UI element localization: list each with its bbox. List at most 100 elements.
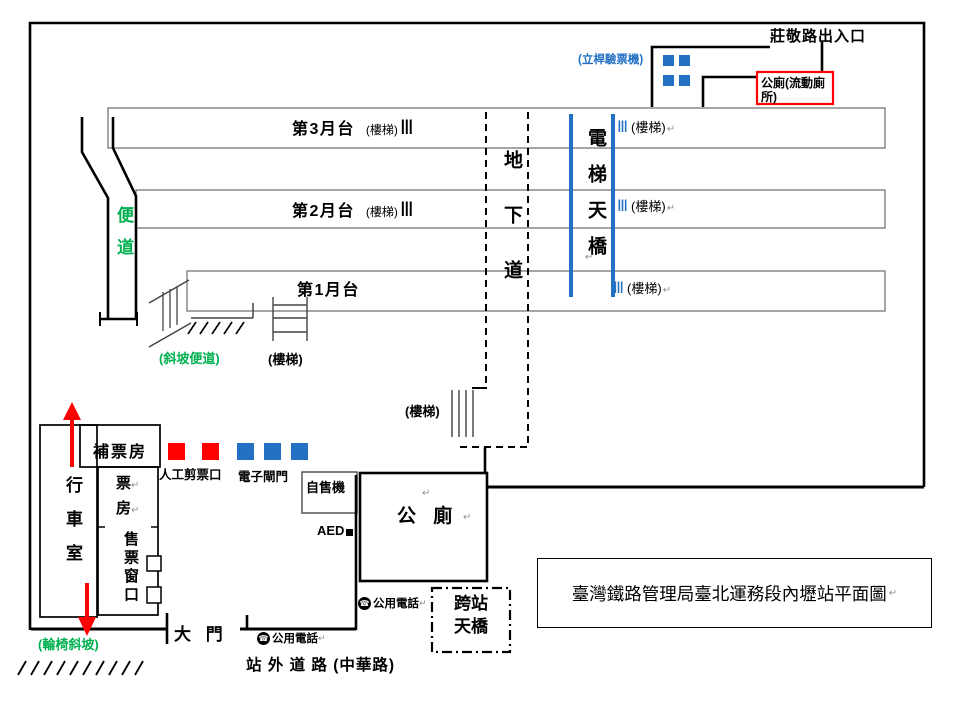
stairs-note: (樓梯) [631, 120, 666, 135]
electronic-gate-marker [264, 443, 281, 460]
pole-gate-marker [663, 55, 674, 66]
platform1-band [186, 270, 886, 312]
portable-toilet-label: 公廁(流動廁所) [761, 76, 825, 105]
platform2-roman: Ⅲ [399, 199, 414, 221]
map-title-box: 臺灣鐵路管理局臺北運務段內壢站平面圖 ↵ [537, 558, 932, 628]
pole-gate-marker [663, 75, 674, 86]
boundary-hatch [95, 660, 105, 676]
platform3-stair-note: (樓梯) [365, 123, 398, 137]
side-path-wall-left [80, 117, 110, 318]
ticket-room-label: 票↵ 房↵ [116, 472, 139, 522]
payphone-label: 公用電話 [272, 633, 318, 645]
platform3-right-stairs: Ⅲ (樓梯) ↵ [617, 117, 675, 137]
p1-stairs-label: (樓梯) [268, 352, 303, 367]
cross-station-bridge-box [430, 586, 512, 654]
boundary-hatch [108, 660, 118, 676]
ramp-rail-upper [148, 279, 190, 304]
ticket-room-box [97, 466, 159, 616]
aed-label: AED [317, 523, 345, 538]
return-mark-icon: ↵ [131, 480, 140, 491]
fare-adjustment-label: 補票房 [93, 444, 148, 461]
payphone-label: 公用電話 [373, 598, 419, 610]
exit-passage-wall-inner [701, 75, 757, 107]
map-title: 臺灣鐵路管理局臺北運務段內壢站平面圖 [571, 583, 887, 604]
platform1-right-stairs: Ⅲ (樓梯) ↵ [613, 278, 671, 298]
flow-arrow-down-head [78, 617, 96, 636]
elevator-bridge-label: 電梯天橋 [585, 128, 606, 272]
flow-arrow-up-head [63, 402, 81, 420]
portable-toilet-box [755, 70, 835, 106]
return-mark-icon: ↵ [666, 124, 676, 135]
ticket-room-char: 房 [116, 500, 132, 517]
map-outer-border [28, 21, 926, 630]
electronic-gate-marker [237, 443, 254, 460]
boundary-hatch [82, 660, 92, 676]
exit-passage-wall-outer [650, 45, 770, 107]
ramp-slash [223, 321, 233, 335]
platform3-label: 第3月台 (樓梯) Ⅲ [292, 115, 414, 140]
ramp-rail-lower [148, 322, 192, 348]
platform2-name: 第2月台 [292, 203, 355, 220]
return-mark-icon: ↵ [662, 285, 672, 296]
roman-iii: Ⅲ [617, 119, 629, 136]
platform1-name: 第1月台 [297, 282, 360, 299]
underpass-label: 地下道 [501, 150, 522, 315]
return-mark-icon: ↵ [131, 505, 140, 516]
ticket-window-label: 售票窗口 [122, 531, 139, 605]
street-exit-label: 莊敬路出入口 [770, 28, 867, 45]
manual-gate-marker [168, 443, 185, 460]
electronic-gate-label: 電子閘門 [238, 470, 289, 484]
return-mark-icon: ↵ [419, 597, 427, 608]
return-mark-icon: ↵ [888, 587, 898, 599]
platform2-right-stairs: Ⅲ (樓梯) ↵ [617, 196, 675, 216]
return-mark-icon: ↵ [422, 488, 431, 499]
ticket-room-char: 票 [116, 475, 132, 492]
pole-gate-marker [679, 55, 690, 66]
manual-gate-label: 人工剪票口 [159, 468, 222, 482]
pole-gate-marker [679, 75, 690, 86]
phone-icon: ☎ [257, 631, 270, 645]
cross-bridge-line2: 天橋 [454, 617, 488, 636]
roman-iii: Ⅲ [617, 198, 629, 215]
boundary-hatch [121, 660, 131, 676]
platform3-name: 第3月台 [292, 121, 355, 138]
boundary-hatch [134, 660, 144, 676]
ramp-slash [235, 321, 245, 335]
platform1-label: 第1月台 [297, 276, 360, 300]
underpass-stairs-label: (樓梯) [405, 404, 440, 419]
boundary-hatch [69, 660, 79, 676]
side-path-label: 便道 [114, 206, 133, 270]
public-toilet-box [358, 471, 489, 583]
return-mark-icon: ↵ [666, 203, 676, 214]
electronic-gate-marker [291, 443, 308, 460]
payphone-upper: ☎ 公用電話 ↵ [358, 595, 427, 611]
ramp-slash [187, 321, 197, 335]
boundary-hatch [43, 660, 53, 676]
ramp-slash [199, 321, 209, 335]
pole-gate-label: (立桿驗票機) [578, 54, 644, 66]
ticket-machine-label: 自售機 [306, 480, 346, 495]
cross-bridge-line1: 跨站 [454, 594, 488, 613]
payphone-lower: ☎ 公用電話 ↵ [257, 630, 326, 646]
platform2-label: 第2月台 (樓梯) Ⅲ [292, 197, 414, 222]
boundary-hatch [30, 660, 40, 676]
side-path-wall-right [111, 117, 138, 318]
platform2-stair-note: (樓梯) [365, 205, 398, 219]
operation-room-box [39, 424, 98, 618]
stairs-note: (樓梯) [627, 281, 662, 296]
wheelchair-ramp-label: (輪椅斜坡) [38, 637, 99, 652]
cross-station-bridge-label: 跨站 天橋 [433, 592, 509, 638]
return-mark-icon: ↵ [585, 252, 594, 263]
aed-marker [346, 529, 353, 536]
outside-road-label: 站 外 道 路 (中華路) [246, 657, 396, 674]
main-gate-label: 大 門 [174, 625, 228, 644]
platform3-band [107, 107, 886, 149]
return-mark-icon: ↵ [463, 512, 472, 523]
phone-icon: ☎ [358, 596, 371, 610]
ticket-window-opening [146, 555, 162, 572]
boundary-hatch [56, 660, 66, 676]
boundary-hatch [17, 660, 27, 676]
ramp-slash [211, 321, 221, 335]
